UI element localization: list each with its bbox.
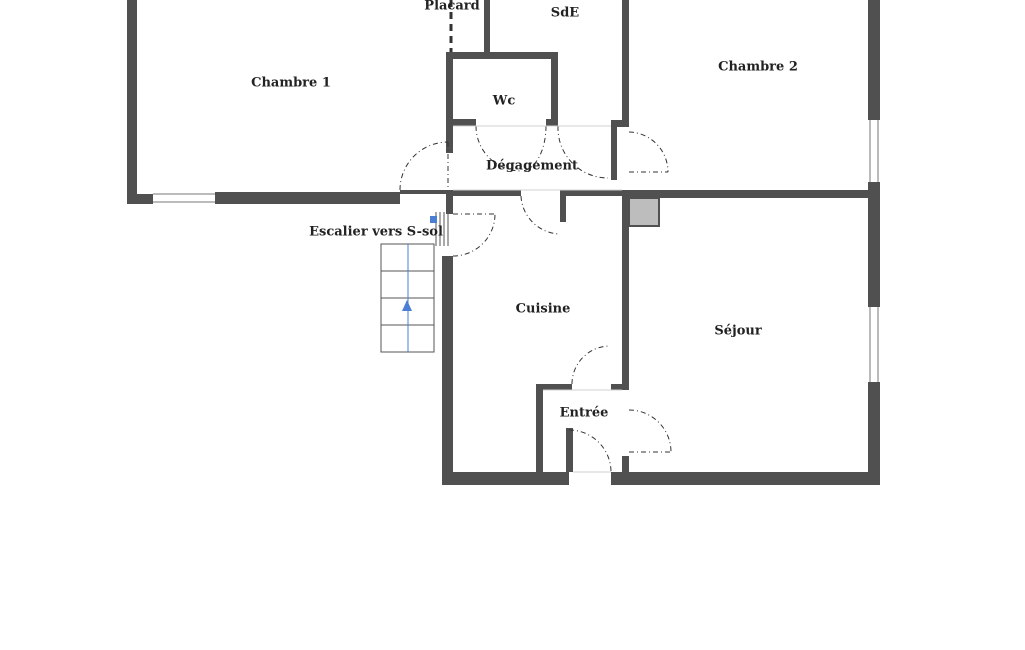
room-label-escalier: Escalier vers S-sol — [309, 224, 443, 240]
room-label-cuisine: Cuisine — [515, 301, 571, 317]
stairs-top-marker — [430, 216, 437, 223]
wall-wc-right — [551, 52, 558, 126]
wall-sejour-right — [868, 382, 880, 485]
wall-sde-left — [484, 0, 490, 52]
stairs — [380, 212, 449, 353]
wall-chambre2-left-lower — [611, 120, 629, 127]
wall-chambre1-bottom — [215, 192, 400, 204]
wall-dgt-left-upper — [446, 125, 453, 153]
door-swings — [399, 125, 672, 473]
wall-wc-top — [446, 52, 558, 59]
wall-chambre2-right-mid — [868, 182, 880, 307]
wall-entree-top — [536, 384, 572, 390]
wall-placard-wc-left — [446, 52, 453, 125]
room-label-chambre1: Chambre 1 — [251, 75, 331, 91]
room-label-degagement: Dégagement — [486, 158, 578, 174]
room-label-placard: Placard — [424, 0, 480, 14]
wall-entree-left — [536, 384, 543, 474]
wall-sde-door-right — [611, 120, 617, 180]
wall-chambre2-left — [622, 0, 629, 126]
wall-entree-right — [611, 384, 629, 390]
wall-sejour-left-lower — [622, 456, 629, 476]
wall-dgt-bottom-left — [446, 190, 521, 196]
wall-entree-inner — [566, 428, 573, 472]
degagement-outline — [453, 125, 622, 473]
room-label-sde: SdE — [550, 5, 580, 21]
wall-bottom-left — [442, 472, 569, 485]
wall-chambre1-left — [127, 0, 137, 204]
stairs-direction-arrow-icon — [402, 300, 412, 311]
walls — [127, 0, 880, 485]
wall-wc-bottom-right — [546, 119, 558, 126]
room-label-sejour: Séjour — [714, 323, 762, 339]
duct-shaft — [628, 197, 660, 227]
wall-dgt-door-jamb — [560, 190, 566, 222]
wall-chambre2-bottom — [622, 190, 874, 198]
wall-wc-bottom-left — [446, 119, 476, 126]
room-label-chambre2: Chambre 2 — [718, 59, 798, 75]
windows — [153, 120, 879, 382]
wall-chambre1-bottom-door-strip — [400, 190, 448, 194]
wall-cuisine-left — [442, 256, 453, 485]
wall-bottom-right — [611, 472, 880, 485]
wall-dgt-bottom-right — [560, 190, 622, 196]
wall-chambre1-bottom-stub — [127, 194, 153, 204]
wall-sejour-left-upper — [622, 196, 629, 386]
wall-chambre2-right-top — [868, 0, 880, 120]
wall-cuisine-left-top — [446, 196, 453, 214]
room-label-entree: Entrée — [559, 405, 609, 421]
room-label-wc: Wc — [492, 93, 516, 109]
